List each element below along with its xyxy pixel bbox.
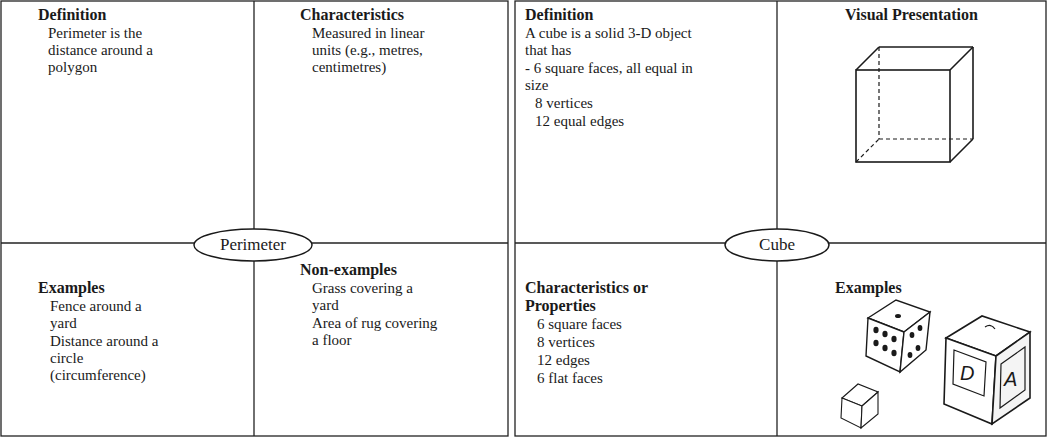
quadrant-text: 6 flat faces	[537, 370, 675, 387]
right-frame	[515, 1, 1046, 436]
center-oval: Cube	[724, 228, 830, 262]
quadrant-heading: Definition	[525, 6, 765, 24]
quadrant-text: Perimeter is the distance around a polyg…	[48, 25, 170, 76]
quadrant-heading: Non-examples	[300, 261, 480, 279]
block-letter: D	[960, 362, 974, 384]
quadrant-box: DefinitionA cube is a solid 3-D object t…	[515, 0, 777, 243]
quadrant-heading: Examples	[38, 279, 208, 297]
concept-label: Cube	[759, 235, 795, 255]
center-oval: Perimeter	[193, 228, 313, 262]
quadrant-box: DefinitionPerimeter is the distance arou…	[0, 0, 254, 243]
quadrant-text: 6 square faces	[537, 316, 675, 333]
small-cube	[841, 384, 878, 428]
die-illustration	[866, 300, 930, 372]
quadrant-text: 12 equal edges	[535, 113, 715, 130]
letter-block	[944, 316, 1030, 424]
concept-label: Perimeter	[220, 235, 286, 255]
quadrant-text: 8 vertices	[535, 95, 715, 112]
quadrant-box: CharacteristicsMeasured in linear units …	[254, 0, 508, 243]
quadrant-text: Area of rug covering a floor	[312, 315, 440, 349]
quadrant-box: Characteristics or Properties6 square fa…	[515, 243, 777, 436]
quadrant-text: Grass covering a yard	[312, 280, 440, 314]
quadrant-text: 12 edges	[537, 352, 675, 369]
quadrant-text: Measured in linear units (e.g., metres, …	[312, 25, 448, 76]
quadrant-box: Visual Presentation	[777, 0, 1047, 243]
quadrant-heading: Examples	[835, 279, 985, 297]
quadrant-text: Fence around a yard	[50, 298, 168, 332]
divider	[776, 1, 777, 436]
quadrant-text: 8 vertices	[537, 334, 675, 351]
cube-drawing	[856, 47, 973, 162]
left-frame	[1, 1, 508, 436]
quadrant-box: ExamplesFence around a yardDistance arou…	[0, 243, 254, 436]
quadrant-text: Distance around a circle (circumference)	[50, 333, 168, 384]
quadrant-heading: Definition	[38, 6, 188, 24]
quadrant-box: Non-examplesGrass covering a yardArea of…	[254, 243, 508, 436]
quadrant-heading: Visual Presentation	[845, 6, 1040, 24]
divider	[253, 1, 254, 436]
block-letter: A	[1004, 368, 1017, 390]
quadrant-heading: Characteristics	[300, 6, 470, 24]
quadrant-heading: Characteristics or Properties	[525, 279, 685, 315]
quadrant-box: Examples	[777, 243, 1047, 436]
quadrant-text: A cube is a solid 3-D object that has	[525, 25, 715, 59]
quadrant-text: - 6 square faces, all equal in size	[525, 60, 715, 94]
